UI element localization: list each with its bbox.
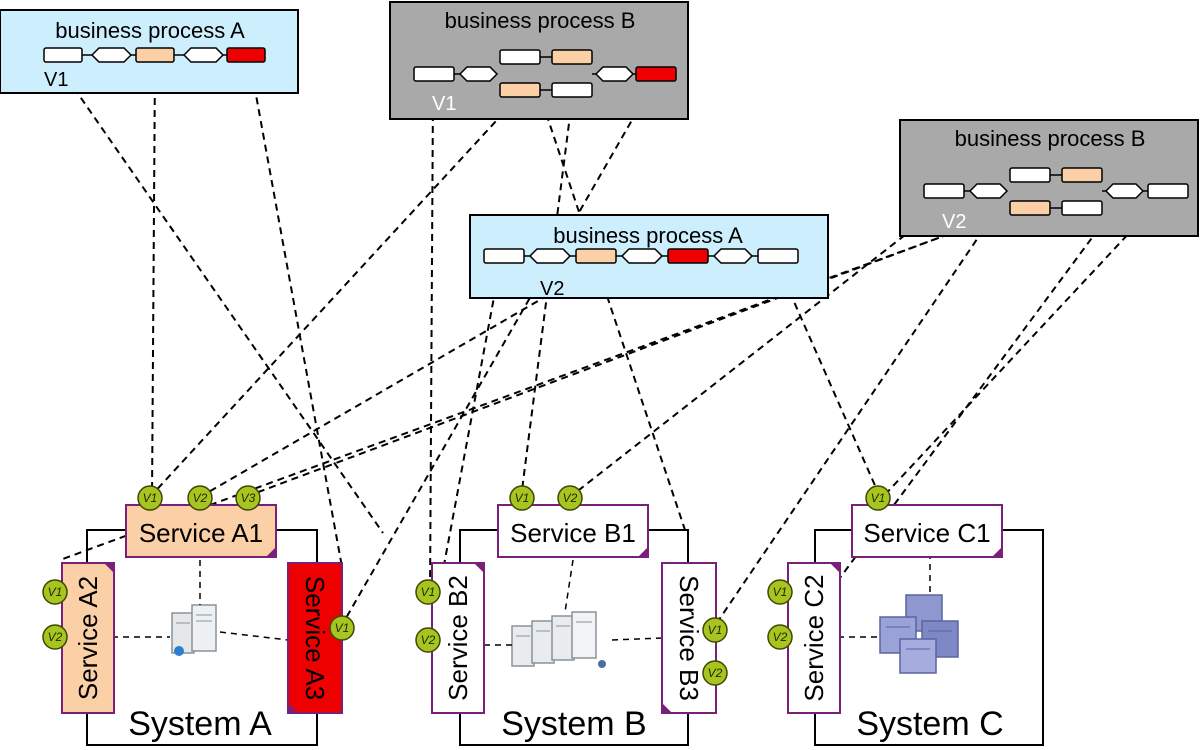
process-version: V1 bbox=[432, 93, 456, 115]
svg-text:V2: V2 bbox=[773, 630, 788, 644]
svg-text:V2: V2 bbox=[48, 630, 63, 644]
process-steps bbox=[923, 167, 1189, 216]
service-label: Service B2 bbox=[443, 575, 473, 701]
svg-text:V1: V1 bbox=[421, 585, 436, 599]
badge-b1-v2: V2 bbox=[557, 485, 583, 511]
process-title: business process A bbox=[553, 223, 743, 248]
badge-c2-v2: V2 bbox=[767, 624, 793, 650]
service-label: Service A2 bbox=[73, 576, 103, 700]
service-label: Service A1 bbox=[139, 518, 263, 548]
service-b3: Service B3 bbox=[661, 562, 717, 714]
badge-b3-v2: V2 bbox=[702, 660, 728, 686]
service-label: Service B1 bbox=[510, 518, 636, 548]
business-process-b-v2: business process B V2 bbox=[899, 119, 1199, 237]
server-rack-icon bbox=[511, 611, 606, 668]
internal-links bbox=[112, 553, 931, 646]
badge-a1-v2: V2 bbox=[187, 485, 213, 511]
badge-b1-v1: V1 bbox=[509, 485, 535, 511]
badge-b3-v1: V1 bbox=[702, 617, 728, 643]
badge-a1-v1: V1 bbox=[137, 485, 163, 511]
badge-a3-v1: V1 bbox=[329, 615, 355, 641]
server-cluster-icon bbox=[879, 594, 959, 674]
business-process-a-v2: business process A V2 bbox=[469, 214, 829, 300]
badge-b2-v1: V1 bbox=[415, 579, 441, 605]
badge-c2-v1: V1 bbox=[767, 579, 793, 605]
service-label: Service A3 bbox=[300, 576, 330, 700]
process-steps bbox=[483, 248, 799, 264]
svg-text:V1: V1 bbox=[515, 491, 530, 505]
svg-text:V2: V2 bbox=[193, 491, 208, 505]
svg-text:V2: V2 bbox=[563, 491, 578, 505]
svg-text:V2: V2 bbox=[708, 666, 723, 680]
svg-text:V1: V1 bbox=[871, 491, 886, 505]
service-label: Service C1 bbox=[863, 518, 990, 548]
process-title: business process A bbox=[55, 18, 245, 43]
version-badges: V1 V2 V3 V1 V2 V1 V1 V2 V1 V2 V1 V2 V1 V… bbox=[42, 485, 891, 686]
server-pair-icon bbox=[171, 604, 217, 656]
business-process-a-v1: business process A V1 bbox=[0, 9, 299, 94]
svg-text:V3: V3 bbox=[241, 491, 256, 505]
service-label: Service C2 bbox=[799, 574, 829, 701]
service-label: Service B3 bbox=[674, 575, 704, 701]
badge-b2-v2: V2 bbox=[415, 627, 441, 653]
system-b-label: System B bbox=[501, 705, 646, 743]
service-a2: Service A2 bbox=[61, 562, 115, 714]
service-a1: Service A1 bbox=[125, 504, 277, 558]
process-steps bbox=[43, 47, 266, 63]
service-b1: Service B1 bbox=[497, 504, 649, 558]
svg-text:V1: V1 bbox=[708, 623, 723, 637]
svg-text:V1: V1 bbox=[773, 585, 788, 599]
badge-a2-v2: V2 bbox=[42, 624, 68, 650]
process-steps bbox=[413, 49, 677, 98]
service-a3: Service A3 bbox=[287, 562, 343, 714]
system-a-label: System A bbox=[128, 705, 272, 743]
svg-text:V1: V1 bbox=[143, 491, 158, 505]
process-title: business process B bbox=[955, 126, 1146, 151]
svg-text:V1: V1 bbox=[48, 585, 63, 599]
process-version: V2 bbox=[540, 278, 564, 300]
system-c-label: System C bbox=[856, 705, 1003, 743]
process-version: V2 bbox=[942, 211, 966, 233]
badge-a2-v1: V1 bbox=[42, 579, 68, 605]
service-b2: Service B2 bbox=[431, 562, 485, 714]
business-process-b-v1: business process B V1 bbox=[389, 1, 689, 120]
badge-a1-v3: V3 bbox=[235, 485, 261, 511]
svg-text:V1: V1 bbox=[335, 621, 350, 635]
badge-c1-v1: V1 bbox=[865, 485, 891, 511]
process-version: V1 bbox=[44, 69, 68, 91]
service-c2: Service C2 bbox=[787, 562, 841, 714]
process-title: business process B bbox=[445, 8, 636, 33]
service-c1: Service C1 bbox=[851, 504, 1003, 558]
svg-text:V2: V2 bbox=[421, 633, 436, 647]
